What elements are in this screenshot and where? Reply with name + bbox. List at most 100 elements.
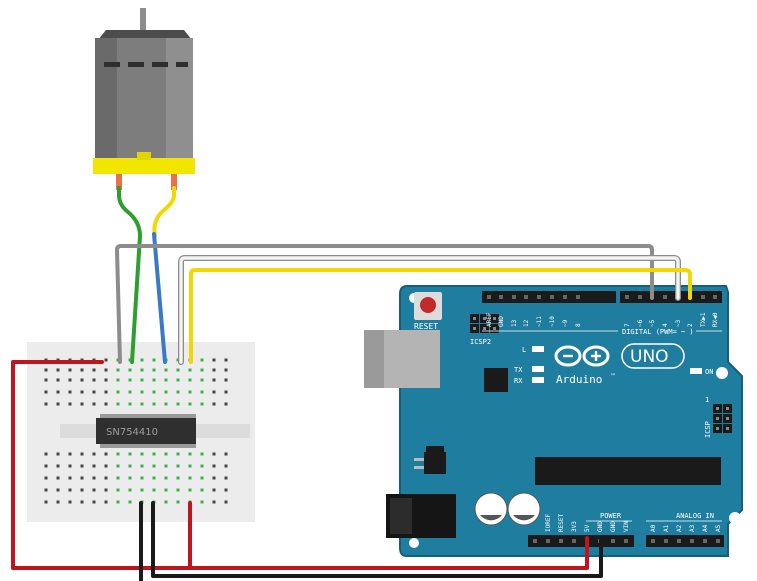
breadboard-hole	[164, 452, 168, 456]
digital-pin-hole	[701, 295, 705, 299]
breadboard-hole	[56, 500, 60, 504]
digital-pin-hole	[487, 295, 491, 299]
motor-slot	[152, 62, 168, 67]
atmega-microcontroller	[535, 457, 721, 485]
breadboard-hole	[140, 452, 144, 456]
icsp-header	[713, 404, 732, 433]
breadboard-hole	[188, 378, 192, 382]
breadboard-hole	[44, 452, 48, 456]
breadboard-hole	[56, 464, 60, 468]
breadboard-hole	[128, 368, 132, 372]
breadboard-hole	[200, 378, 204, 382]
breadboard-hole	[212, 452, 216, 456]
breadboard-hole	[116, 390, 120, 394]
analog-pin-label: A3	[689, 524, 696, 532]
digital-pin-hole	[625, 295, 629, 299]
wire-white-core	[179, 256, 680, 364]
digital-pin-label: ~11	[536, 316, 543, 327]
breadboard-hole	[212, 464, 216, 468]
breadboard-hole	[224, 488, 228, 492]
voltage-regulator	[424, 452, 446, 474]
breadboard-hole	[176, 464, 180, 468]
motor-terminal	[171, 174, 177, 190]
breadboard-hole	[164, 390, 168, 394]
uno-label: UNO	[630, 347, 669, 367]
analog-pin-label: A1	[663, 524, 670, 532]
breadboard-hole	[92, 464, 96, 468]
capacitor	[507, 492, 541, 526]
breadboard-hole	[200, 500, 204, 504]
breadboard-hole	[128, 464, 132, 468]
breadboard-hole	[104, 488, 108, 492]
board-outline	[399, 285, 743, 557]
breadboard-hole	[212, 390, 216, 394]
breadboard-hole	[68, 500, 72, 504]
breadboard-hole	[92, 378, 96, 382]
breadboard-hole	[44, 476, 48, 480]
breadboard-hole	[200, 488, 204, 492]
analog-pin-hole	[690, 539, 694, 543]
power-pin-hole	[572, 539, 576, 543]
usb-connector-shade	[364, 330, 384, 388]
breadboard-hole	[212, 358, 216, 362]
breadboard-hole	[152, 464, 156, 468]
digital-pin-label: AREF	[486, 312, 493, 327]
breadboard-hole	[104, 358, 108, 362]
analog-header	[646, 535, 724, 547]
power-pin-label: IOREF	[545, 514, 552, 532]
breadboard-hole	[176, 500, 180, 504]
icsp-pin-hole	[726, 417, 729, 420]
breadboard-hole	[200, 368, 204, 372]
breadboard-hole	[176, 476, 180, 480]
reset-button-cap[interactable]	[420, 297, 436, 313]
icsp2-pin-hole	[493, 327, 496, 330]
wire-yellow-motor	[152, 186, 176, 238]
power-pin-label: 5V	[584, 524, 591, 532]
breadboard-hole	[152, 358, 156, 362]
power-pin-label: VIN	[623, 521, 630, 532]
breadboard-hole	[80, 476, 84, 480]
digital-header-left	[482, 291, 616, 303]
breadboard-hole	[224, 358, 228, 362]
led-tx	[532, 366, 544, 372]
breadboard-hole	[104, 500, 108, 504]
breadboard-hole	[44, 368, 48, 372]
breadboard-hole	[116, 402, 120, 406]
analog-pin-label: A5	[715, 524, 722, 532]
breadboard-hole	[152, 378, 156, 382]
chip-label: SN754410	[106, 427, 158, 438]
wires	[11, 186, 692, 581]
digital-pin-label: ~5	[649, 319, 656, 327]
wire-gray	[115, 244, 654, 364]
wire-yellow	[189, 268, 692, 364]
breadboard-hole	[92, 368, 96, 372]
mounting-hole	[716, 367, 728, 379]
breadboard-hole	[188, 488, 192, 492]
breadboard-hole	[200, 402, 204, 406]
breadboard-hole	[92, 452, 96, 456]
breadboard-hole	[224, 368, 228, 372]
capacitor	[474, 492, 508, 526]
breadboard-hole	[140, 390, 144, 394]
digital-pin-label: 8	[575, 323, 582, 327]
breadboard-hole	[164, 476, 168, 480]
breadboard-hole	[56, 402, 60, 406]
icsp2-pin-hole	[483, 327, 486, 330]
digital-pin-label: GND	[498, 316, 505, 327]
led-rx-label: RX	[514, 377, 523, 385]
breadboard-hole	[92, 500, 96, 504]
breadboard-hole	[68, 402, 72, 406]
breadboard-hole	[68, 390, 72, 394]
breadboard-hole	[200, 358, 204, 362]
digital-header-right	[620, 291, 722, 303]
reset-button[interactable]	[414, 292, 442, 320]
breadboard-hole	[56, 488, 60, 492]
wire-red-power	[11, 360, 589, 570]
icsp2-header	[470, 314, 499, 333]
mounting-hole	[409, 538, 419, 548]
breadboard-hole	[116, 368, 120, 372]
breadboard-hole	[152, 488, 156, 492]
uno-badge	[621, 343, 685, 369]
